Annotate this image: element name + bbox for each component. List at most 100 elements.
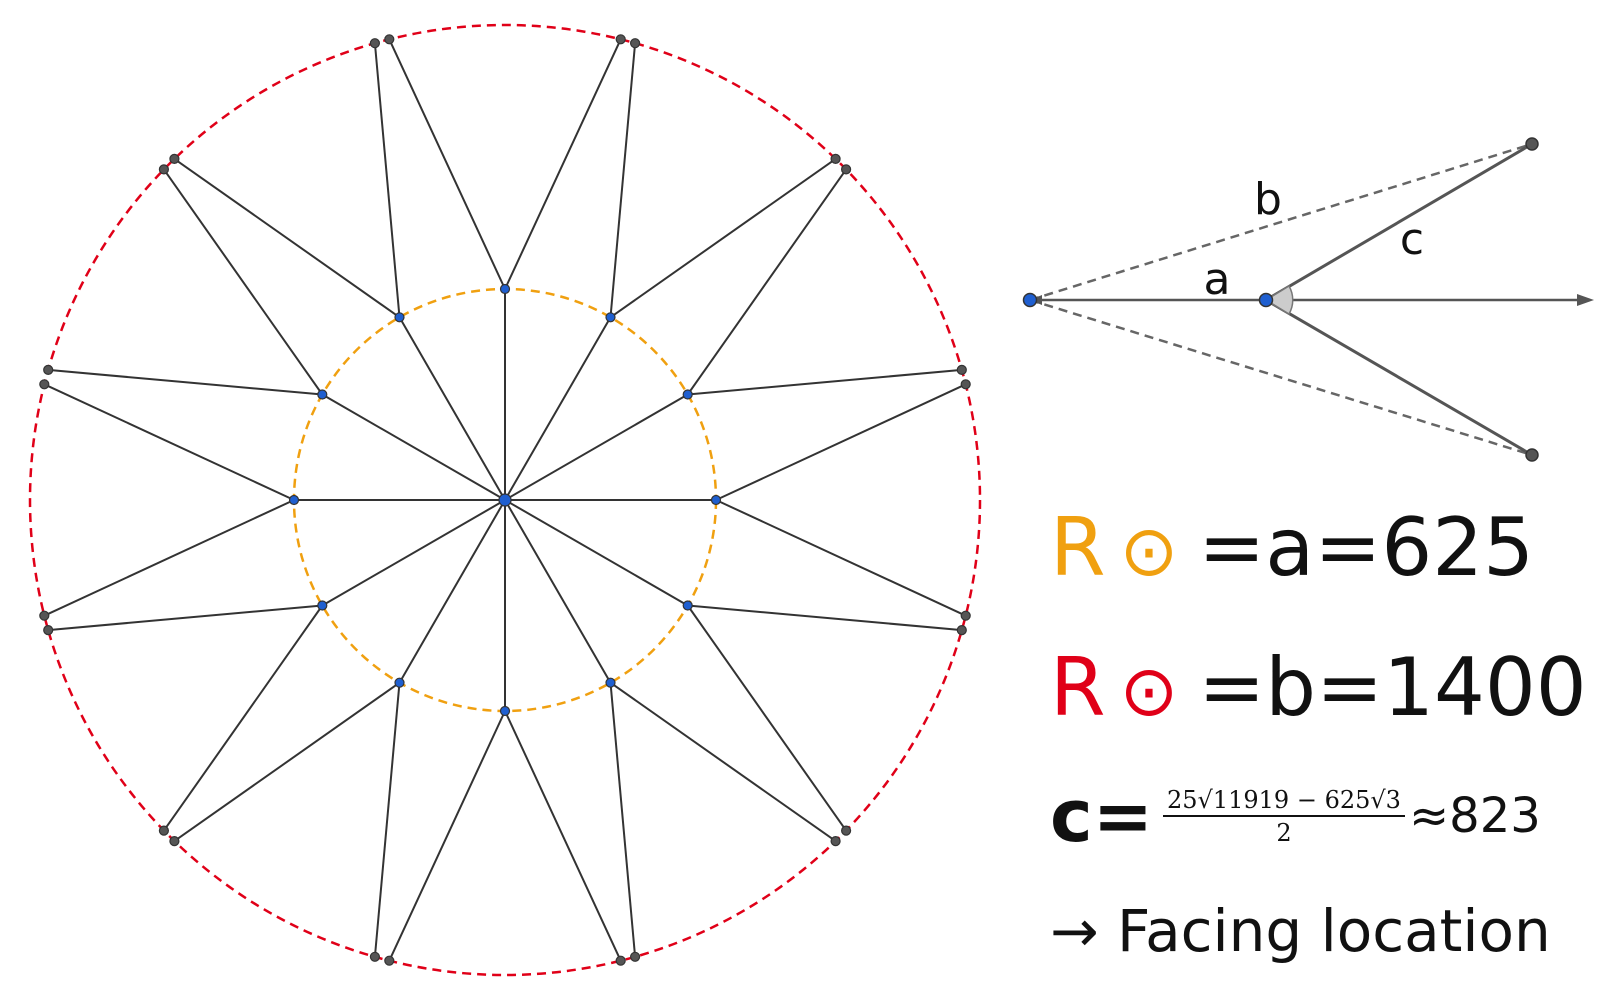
star-edge: [173, 158, 401, 319]
star-lines: [43, 38, 967, 962]
inner-point: [605, 677, 616, 688]
outer-point: [369, 951, 380, 962]
facing-location: → Facing location: [1050, 897, 1551, 965]
triangle-diagram: b a c: [1022, 137, 1594, 462]
inner-point: [394, 677, 405, 688]
c-approx: ≈823: [1408, 788, 1541, 844]
star-edge: [43, 499, 295, 617]
outer-point: [169, 835, 180, 847]
star-edge: [609, 158, 837, 319]
outer-point: [43, 364, 54, 375]
star-edge: [48, 604, 323, 632]
star-edge: [609, 43, 637, 318]
triangle-center-point: [1258, 292, 1274, 308]
inner-point: [394, 312, 405, 323]
c-denominator: 2: [1276, 818, 1292, 847]
outer-point: [615, 34, 626, 45]
star-points: [39, 34, 971, 966]
outer-point: [830, 835, 841, 847]
spoke-line: [321, 393, 506, 501]
label-c: c: [1400, 214, 1424, 265]
inner-equals-2: =: [1314, 501, 1382, 594]
label-a: a: [1204, 254, 1231, 305]
star-edge: [609, 682, 637, 957]
star-edge: [609, 681, 837, 842]
outer-radius-equation: R⊙=b=1400: [1050, 648, 1587, 728]
star-edge: [715, 499, 967, 617]
outer-variable: b: [1265, 641, 1317, 734]
outer-point: [369, 38, 380, 49]
outer-point: [956, 364, 967, 375]
inner-point: [682, 389, 693, 400]
star-edge: [686, 168, 847, 396]
inner-point: [605, 312, 616, 323]
star-diagram: [28, 23, 982, 977]
triangle-left-point: [1022, 292, 1038, 308]
star-edge: [43, 383, 295, 501]
inner-radius-equation: R⊙=a=625: [1050, 508, 1534, 588]
inner-point: [288, 494, 300, 506]
star-edge: [163, 604, 324, 832]
triangle-upper-point: [1525, 137, 1539, 151]
spoke-line: [398, 499, 506, 684]
spoke-line: [504, 316, 612, 501]
inner-point: [499, 283, 511, 295]
outer-equals-1: =: [1198, 641, 1266, 734]
outer-point: [43, 624, 54, 636]
inner-point: [499, 705, 511, 717]
inner-variable: a: [1265, 501, 1315, 594]
star-edge: [388, 710, 506, 962]
sun-icon: ⊙: [1119, 650, 1179, 732]
star-edge: [388, 38, 506, 290]
star-edge: [173, 681, 401, 842]
spoke-line: [504, 499, 612, 684]
outer-point: [960, 610, 971, 621]
inner-point: [317, 600, 328, 611]
outer-point: [615, 955, 626, 966]
star-edge: [687, 604, 962, 632]
outer-r-symbol: R: [1050, 641, 1106, 734]
outer-point: [840, 825, 852, 836]
outer-point: [384, 955, 395, 966]
inner-point: [317, 389, 328, 400]
c-equals: =: [1092, 774, 1154, 858]
c-variable: c: [1050, 774, 1093, 858]
spoke-line: [504, 393, 689, 501]
center-point: [498, 493, 512, 507]
side-c-lower: [1265, 298, 1533, 457]
spoke-line: [504, 499, 689, 607]
inner-r-symbol: R: [1050, 501, 1106, 594]
inner-value: 625: [1381, 501, 1535, 594]
star-edge: [373, 682, 401, 957]
star-edge: [504, 710, 622, 962]
axis-arrowhead: [1577, 294, 1594, 306]
outer-point: [39, 610, 50, 621]
star-edge: [686, 604, 847, 832]
outer-point: [629, 951, 641, 962]
sun-icon: ⊙: [1119, 510, 1179, 592]
outer-point: [840, 164, 852, 175]
outer-point: [158, 825, 169, 836]
outer-point: [39, 379, 50, 390]
star-edge: [48, 368, 323, 396]
outer-point: [384, 34, 395, 45]
inner-point: [682, 600, 693, 611]
star-edge: [715, 383, 967, 501]
outer-value: 1400: [1383, 641, 1587, 734]
outer-equals-2: =: [1316, 641, 1384, 734]
side-b-upper: [1029, 142, 1533, 302]
inner-equals-1: =: [1198, 501, 1266, 594]
triangle-lower-point: [1525, 448, 1539, 462]
outer-point: [956, 624, 967, 636]
angle-arc: [1264, 284, 1294, 316]
label-b: b: [1254, 174, 1282, 225]
spoke-line: [398, 316, 506, 501]
side-c-upper: [1265, 142, 1533, 302]
outer-point: [158, 164, 169, 175]
star-edge: [504, 38, 622, 290]
star-edge: [687, 368, 962, 396]
outer-circle: [28, 23, 982, 977]
outer-point: [169, 153, 180, 164]
